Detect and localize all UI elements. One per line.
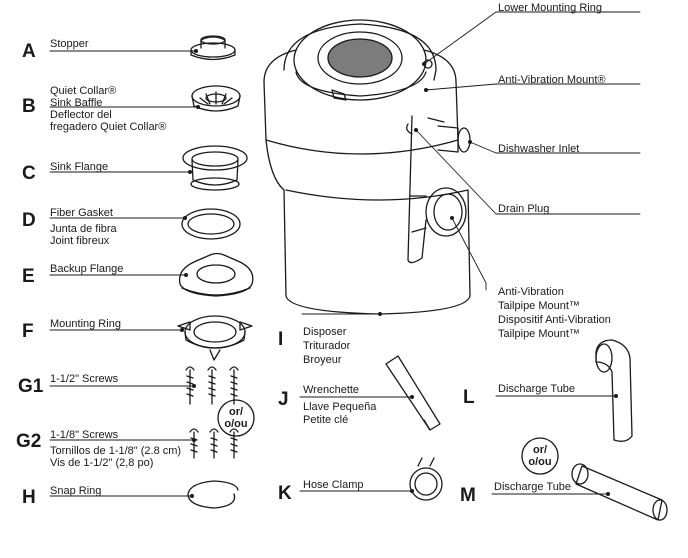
label-vis: Vis de 1-1/2" (2,8 po) xyxy=(50,457,154,469)
or-badge-m-line-2: o/ou xyxy=(528,456,552,468)
label-screws-1-1-2: 1-1/2" Screws xyxy=(50,373,119,385)
letter-g2: G2 xyxy=(16,431,42,452)
snap-ring-icon xyxy=(187,480,239,509)
label-tornillos: Tornillos de 1-1/8" (2.8 cm) xyxy=(50,445,182,457)
discharge-tube-elbow-icon xyxy=(595,339,633,442)
letter-e: E xyxy=(22,266,35,287)
label-tailpipe-1: Anti-Vibration xyxy=(498,286,564,298)
letter-a: A xyxy=(22,41,36,62)
label-discharge-tube-m: Discharge Tube xyxy=(494,481,572,493)
letter-b: B xyxy=(22,96,36,117)
label-junta-fibra: Junta de fibra xyxy=(50,223,117,235)
label-screws-1-1-8: 1-1/8" Screws xyxy=(50,429,119,441)
label-dishwasher-inlet: Dishwasher Inlet xyxy=(498,143,580,155)
label-disposer: Disposer xyxy=(303,326,347,338)
label-deflector: Deflector del xyxy=(50,109,112,121)
letter-i: I xyxy=(278,329,284,350)
hose-clamp-icon xyxy=(409,457,443,501)
letter-g1: G1 xyxy=(18,376,44,397)
label-hose-clamp: Hose Clamp xyxy=(303,479,364,491)
screws-g1-icon xyxy=(185,366,239,405)
label-anti-vibration-mount: Anti-Vibration Mount® xyxy=(498,74,606,86)
letter-f: F xyxy=(22,321,34,342)
disposer-icon xyxy=(263,19,471,315)
stopper-icon xyxy=(190,35,236,61)
letter-m: M xyxy=(460,485,476,506)
leader-lines-disposer xyxy=(301,11,641,315)
fiber-gasket-icon xyxy=(181,208,241,240)
label-backup-flange: Backup Flange xyxy=(50,263,124,275)
label-broyeur: Broyeur xyxy=(303,354,342,366)
or-badge-line-1: or/ xyxy=(228,406,244,418)
label-llave-pequena: Llave Pequeña xyxy=(303,401,377,413)
backup-flange-icon xyxy=(178,252,254,297)
label-sink-flange: Sink Flange xyxy=(50,161,109,173)
label-wrenchette: Wrenchette xyxy=(303,384,360,396)
label-fiber-gasket: Fiber Gasket xyxy=(50,207,113,219)
sink-baffle-icon xyxy=(191,85,241,112)
label-triturador: Triturador xyxy=(303,340,351,352)
or-badge-m-line-1: or/ xyxy=(532,444,548,456)
letter-l: L xyxy=(463,387,475,408)
letter-c: C xyxy=(22,163,36,184)
mounting-ring-icon xyxy=(177,315,253,361)
screws-g2-icon xyxy=(189,428,239,459)
label-stopper: Stopper xyxy=(50,38,89,50)
label-snap-ring: Snap Ring xyxy=(50,485,102,497)
or-badge: or/ o/ou xyxy=(216,406,256,430)
or-badge-circle-m xyxy=(521,437,559,475)
label-tailpipe-4: Tailpipe Mount™ xyxy=(498,328,580,340)
discharge-tube-straight-icon xyxy=(571,463,668,521)
label-discharge-tube-l: Discharge Tube xyxy=(498,383,576,395)
label-quiet-collar: Quiet Collar® xyxy=(50,85,117,97)
label-tailpipe-3: Dispositif Anti-Vibration xyxy=(498,314,611,326)
label-petite-cle: Petite clé xyxy=(303,414,349,426)
letter-d: D xyxy=(22,210,36,231)
label-joint-fibreux: Joint fibreux xyxy=(50,235,110,247)
letter-j: J xyxy=(278,389,289,410)
wrenchette-icon xyxy=(385,355,441,431)
label-mounting-ring: Mounting Ring xyxy=(50,318,121,330)
label-drain-plug: Drain Plug xyxy=(498,203,550,215)
or-badge-circle xyxy=(217,399,255,437)
sink-flange-icon xyxy=(182,145,248,191)
label-tailpipe-2: Tailpipe Mount™ xyxy=(498,300,580,312)
leader-lines-left xyxy=(49,50,199,497)
letter-h: H xyxy=(22,487,36,508)
label-lower-mounting-ring: Lower Mounting Ring xyxy=(498,2,602,14)
letter-k: K xyxy=(278,483,292,504)
or-badge-line-2: o/ou xyxy=(224,418,248,430)
label-fregadero: fregadero Quiet Collar® xyxy=(50,121,167,133)
label-sink-baffle: Sink Baffle xyxy=(50,97,103,109)
or-badge-m: or/ o/ou xyxy=(520,444,560,468)
